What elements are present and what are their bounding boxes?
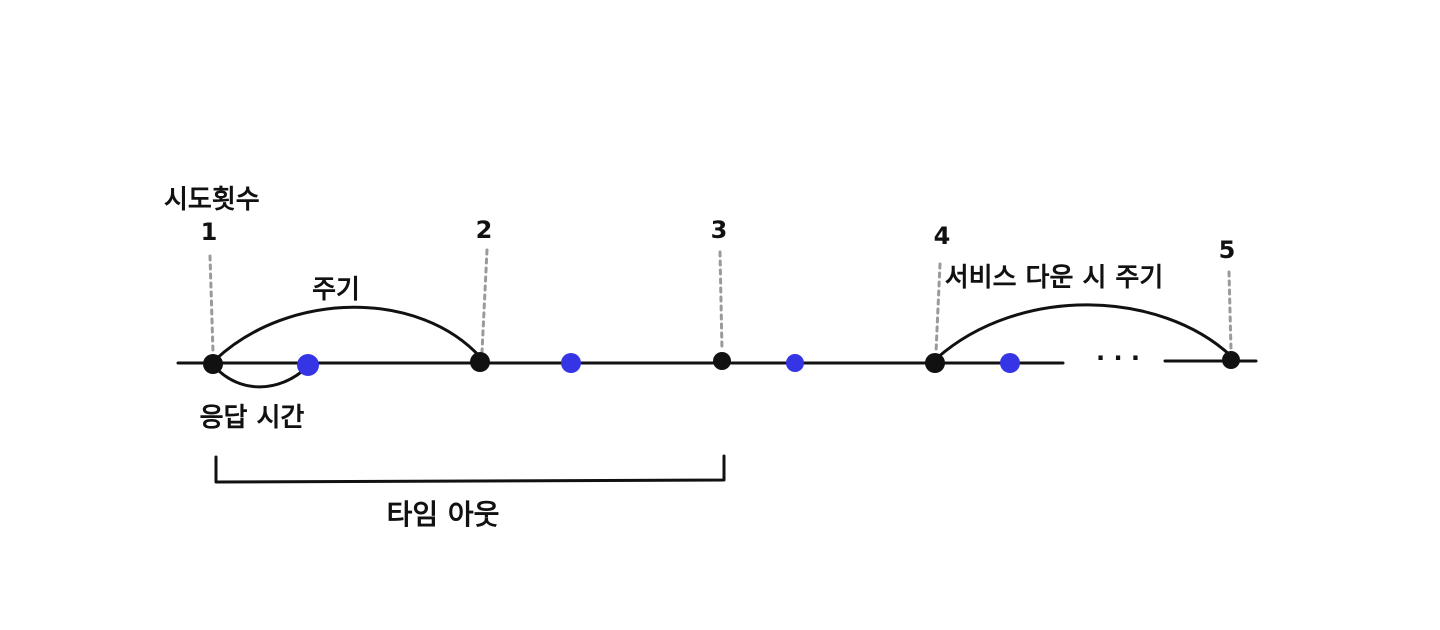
response-points (297, 353, 1020, 376)
response-time-arc (212, 364, 308, 389)
timeout-label: 타임 아웃 (387, 498, 500, 531)
period-arc (213, 305, 483, 362)
attempt-number-4: 4 (934, 222, 951, 250)
guide-line-5 (1227, 270, 1233, 352)
guide-line-1 (208, 254, 215, 354)
response-point (297, 354, 319, 376)
attempt-number-3: 3 (711, 216, 728, 244)
attempt-point-3 (713, 352, 731, 370)
attempt-points (203, 351, 1240, 374)
guide-line-4 (934, 262, 942, 354)
response-point (1000, 353, 1020, 373)
attempt-point-2 (470, 352, 490, 372)
ellipsis: · · · (1096, 344, 1140, 372)
attempt-point-1 (203, 354, 223, 374)
attempt-point-5 (1222, 351, 1240, 369)
period-arcs (212, 303, 1233, 389)
response-time-label: 응답 시간 (200, 403, 305, 433)
period-label: 주기 (312, 275, 360, 305)
attempt-guides (208, 248, 1233, 354)
attempt-number-5: 5 (1219, 236, 1236, 264)
service-down-period-arc (935, 303, 1233, 360)
response-point (561, 353, 581, 373)
guide-line-3 (718, 250, 724, 352)
response-point (786, 354, 804, 372)
guide-line-2 (480, 248, 489, 354)
attempt-point-4 (925, 353, 945, 373)
attempt-number-2: 2 (476, 216, 493, 244)
timeout-bracket (214, 454, 726, 484)
service-down-period-label: 서비스 다운 시 주기 (945, 263, 1164, 293)
attempt-number-1: 1 (201, 218, 218, 246)
timeline (176, 359, 1258, 365)
attempt-count-label: 시도횟수 (164, 185, 260, 215)
